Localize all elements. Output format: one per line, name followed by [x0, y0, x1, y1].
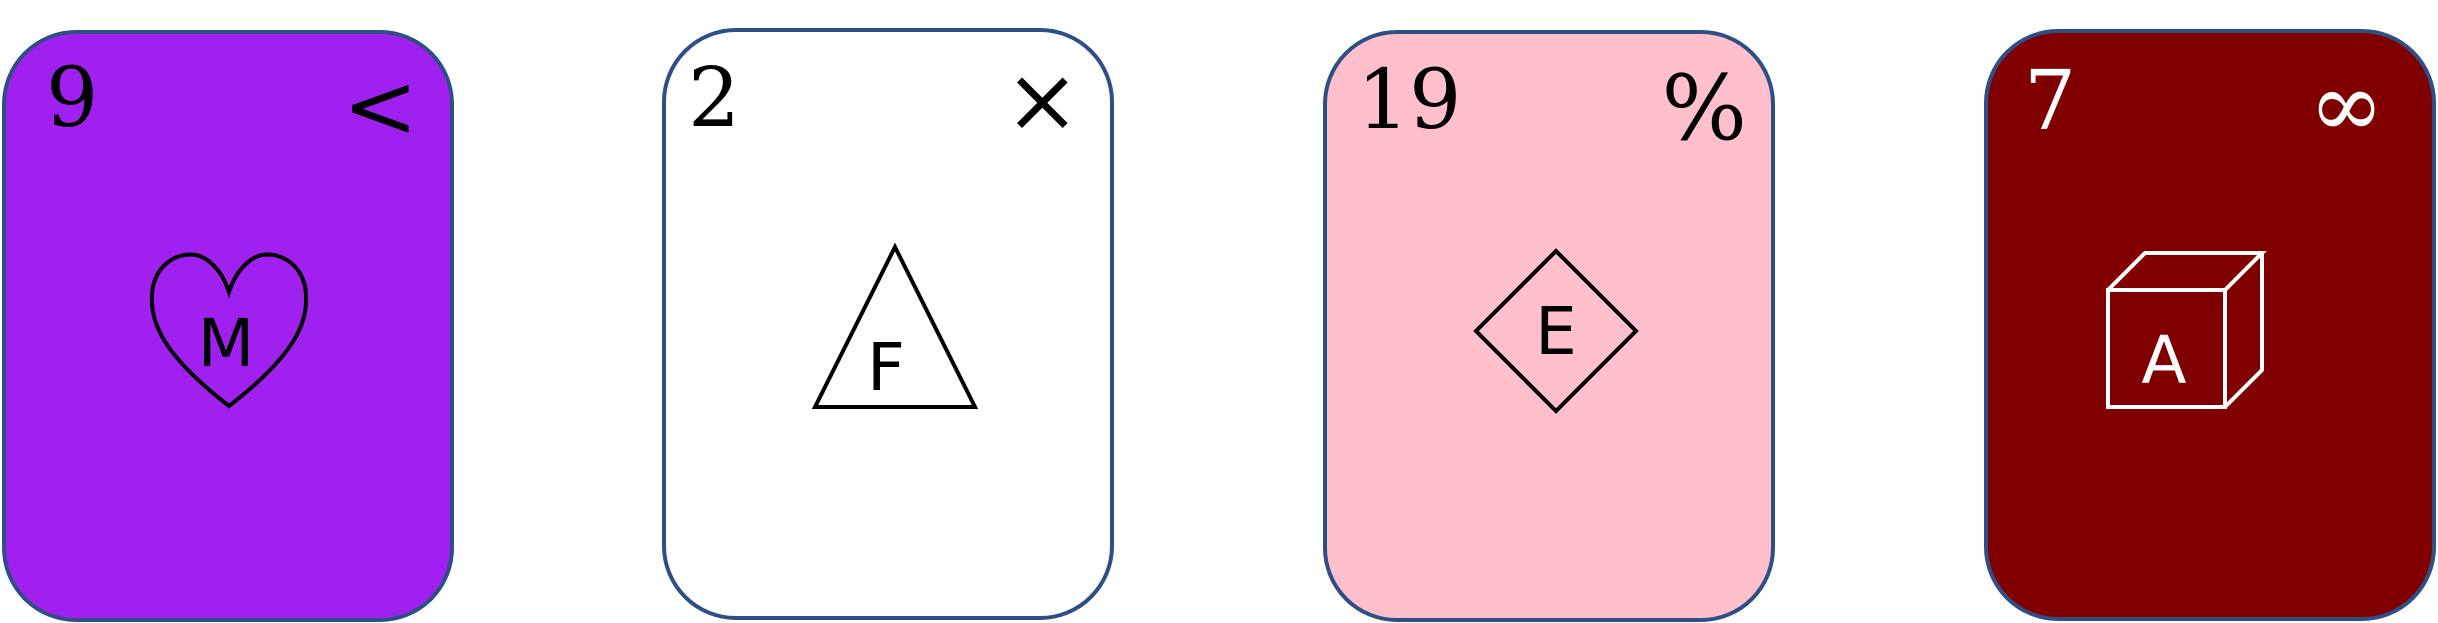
card-operator: × — [1004, 48, 1080, 153]
card-pink-diamond[interactable]: 19 % E — [1323, 30, 1775, 622]
card-number: 19 — [1357, 53, 1462, 148]
triangle-icon: F — [811, 242, 979, 409]
card-operator: % — [1661, 56, 1747, 161]
card-white-triangle[interactable]: 2 × F — [662, 28, 1114, 620]
diamond-icon: E — [1473, 248, 1639, 414]
card-number: 2 — [688, 51, 741, 146]
card-letter: F — [867, 329, 905, 406]
card-letter: M — [198, 305, 255, 382]
card-maroon-cube[interactable]: 7 ∞ A — [1984, 29, 2436, 621]
card-letter: E — [1535, 293, 1577, 370]
heart-icon: M — [149, 252, 309, 409]
card-letter: A — [2141, 322, 2186, 399]
card-number: 9 — [46, 51, 99, 146]
cube-icon: A — [2106, 251, 2267, 409]
card-operator: ∞ — [2309, 53, 2384, 158]
card-purple-heart[interactable]: 9 < M — [2, 30, 454, 622]
card-operator: < — [342, 54, 418, 159]
card-number: 7 — [2024, 54, 2077, 149]
